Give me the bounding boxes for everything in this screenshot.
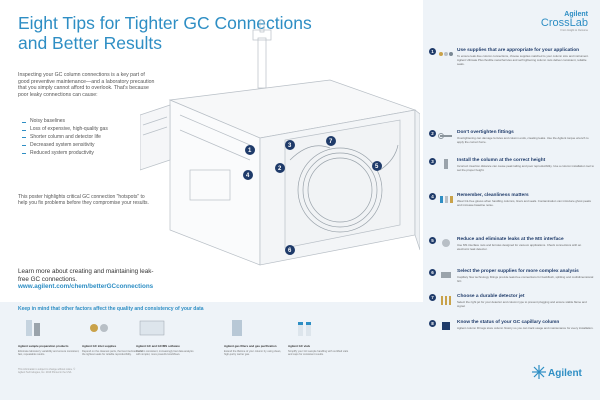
product-gas-filters: Agilent gas filters and gas purification… — [224, 318, 286, 356]
install-tool-icon — [444, 159, 448, 169]
issue-item: Shorter column and detector life — [22, 134, 142, 142]
agilent-wordmark: Agilent — [548, 368, 582, 379]
tip-number: 8 — [429, 320, 436, 327]
tip-number: 4 — [429, 193, 436, 200]
column-tag-icon — [442, 322, 450, 330]
product-name: Agilent GC and GC/MS software — [136, 344, 180, 348]
callout-5: 5 — [375, 164, 379, 170]
wrench-icon — [438, 133, 452, 139]
learn-more-link[interactable]: www.agilent.com/chem/betterGCconnections — [18, 283, 154, 290]
callout-7: 7 — [329, 139, 333, 145]
tip-number: 2 — [429, 130, 436, 137]
tip-heading: Know the status of your GC capillary col… — [457, 320, 560, 325]
tip-heading: Reduce and eliminate leaks at the MS int… — [457, 237, 564, 242]
cft-fitting-icon — [441, 272, 451, 278]
liner-icon — [440, 196, 453, 203]
sample-prep-icon — [26, 320, 40, 336]
product-vials: Agilent GC vials Simplify your GC sample… — [288, 318, 350, 356]
tip-body: Incorrect insertion distance can cause p… — [457, 164, 595, 172]
product-inlet-supplies: Agilent GC inlet supplies Depend on the … — [82, 318, 144, 356]
agilent-spark-icon — [532, 365, 546, 379]
ferrule-icon — [439, 52, 453, 56]
product-name: Agilent GC inlet supplies — [82, 344, 117, 348]
callout-1: 1 — [248, 148, 252, 154]
crosslab-logo: Agilent CrossLab From Insight to Outcome — [541, 11, 588, 32]
tip-heading: Remember, cleanliness matters — [457, 193, 529, 198]
brand-tagline: From Insight to Outcome — [560, 29, 588, 32]
tip-number: 6 — [429, 269, 436, 276]
tip-body: Wear lint-free gloves when handling colu… — [457, 199, 591, 207]
callout-4: 4 — [246, 173, 250, 179]
product-name: Agilent GC vials — [288, 344, 311, 348]
brand-agilent: Agilent — [564, 11, 588, 18]
tip-heading: Don't overtighten fittings — [457, 130, 514, 135]
bottom-title: Keep in mind that other factors affect t… — [18, 306, 204, 312]
gc-instrument-illustration: 1 2 3 4 5 6 7 — [140, 20, 420, 266]
tip-number: 5 — [429, 237, 436, 244]
page-title: Eight Tips for Tighter GC Connections an… — [18, 13, 312, 53]
tip-heading: Use supplies that are appropriate for yo… — [457, 48, 580, 53]
detector-jet-icon — [441, 296, 451, 305]
product-desc: Extend the lifetime of your column by us… — [224, 349, 282, 356]
tip-number: 1 — [429, 48, 436, 55]
tip-body: To ensure leak-free column connections, … — [457, 54, 589, 66]
tip-number: 7 — [429, 294, 436, 301]
product-name: Agilent sample preparation products — [18, 344, 69, 348]
issue-item: Noisy baselines — [22, 118, 142, 126]
tip-body: Capillary flow technology fittings provi… — [457, 275, 594, 283]
tip-body: Use MS interface nuts and ferrules desig… — [457, 243, 582, 251]
gas-filter-icon — [232, 320, 242, 336]
tip-heading: Install the column at the correct height — [457, 158, 546, 163]
issues-list: Noisy baselines Loss of expensive, high-… — [22, 118, 142, 158]
legal-footer: This information is subject to change wi… — [18, 368, 76, 375]
product-desc: Simplify your GC sample handling with ce… — [288, 349, 349, 356]
issue-item: Loss of expensive, high-quality gas — [22, 126, 142, 134]
tip-number: 3 — [429, 158, 436, 165]
tip-body: Select the right jet for your detector a… — [457, 300, 587, 308]
product-desc: Perform consistent, increasingly fast da… — [136, 349, 194, 356]
tip-body: Agilent column ID tags store column hist… — [457, 326, 594, 330]
bottom-strip — [0, 302, 423, 400]
brand-crosslab: CrossLab — [540, 17, 588, 29]
software-icon — [139, 320, 165, 336]
agilent-logo: Agilent — [532, 365, 582, 384]
product-desc: Depend on the cleanest parts, the best i… — [82, 349, 143, 356]
callout-2: 2 — [278, 166, 282, 172]
product-desc: Eliminate laboratory variability and ens… — [18, 349, 80, 356]
vial-icon — [298, 322, 311, 336]
tip-body: Overtightening can damage ferrules and c… — [457, 136, 589, 144]
closing-paragraph: This poster highlights critical GC conne… — [18, 194, 149, 207]
callout-6: 6 — [288, 248, 292, 254]
issue-item: Decreased system sensitivity — [22, 142, 142, 150]
tip-heading: Choose a durable detector jet — [457, 294, 525, 299]
callout-3: 3 — [288, 143, 292, 149]
product-software: Agilent GC and GC/MS software Perform co… — [136, 318, 198, 356]
product-name: Agilent gas filters and gas purification — [224, 344, 277, 348]
ms-nut-icon — [442, 239, 450, 247]
product-sample-prep: Agilent sample preparation products Elim… — [18, 318, 80, 356]
learn-more-text: Learn more about creating and maintainin… — [18, 268, 154, 283]
intro-paragraph: Inspecting your GC column connections is… — [18, 72, 155, 98]
inlet-supplies-icon — [90, 324, 108, 332]
tip-heading: Select the proper supplies for more comp… — [457, 269, 579, 274]
issue-item: Reduced system productivity — [22, 150, 142, 158]
